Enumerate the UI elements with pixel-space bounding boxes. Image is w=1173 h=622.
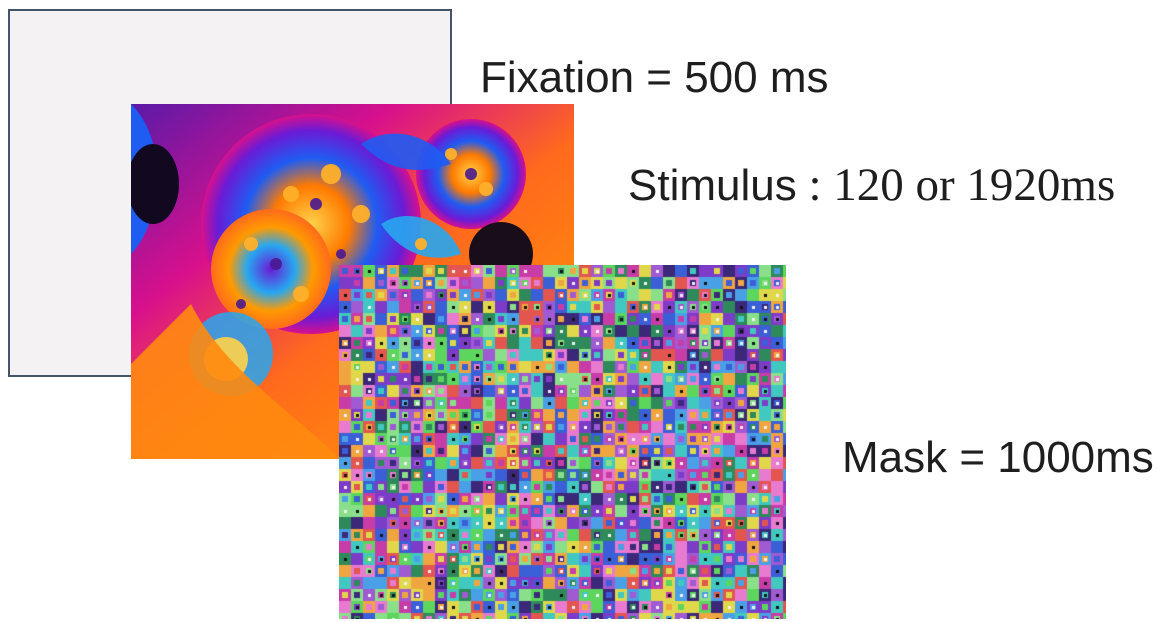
stimulus-label-separator: :	[796, 159, 834, 211]
stimulus-label-prefix: Stimulus	[628, 161, 797, 210]
mask-noise-image	[339, 265, 786, 619]
mask-noise-pattern	[339, 265, 786, 619]
fixation-duration-label: Fixation = 500 ms	[480, 53, 829, 102]
stimulus-duration-label: Stimulus : 120 or 1920ms	[628, 162, 1115, 209]
stimulus-label-value: 120 or 1920ms	[833, 159, 1116, 211]
mask-duration-label: Mask = 1000ms	[842, 433, 1154, 482]
